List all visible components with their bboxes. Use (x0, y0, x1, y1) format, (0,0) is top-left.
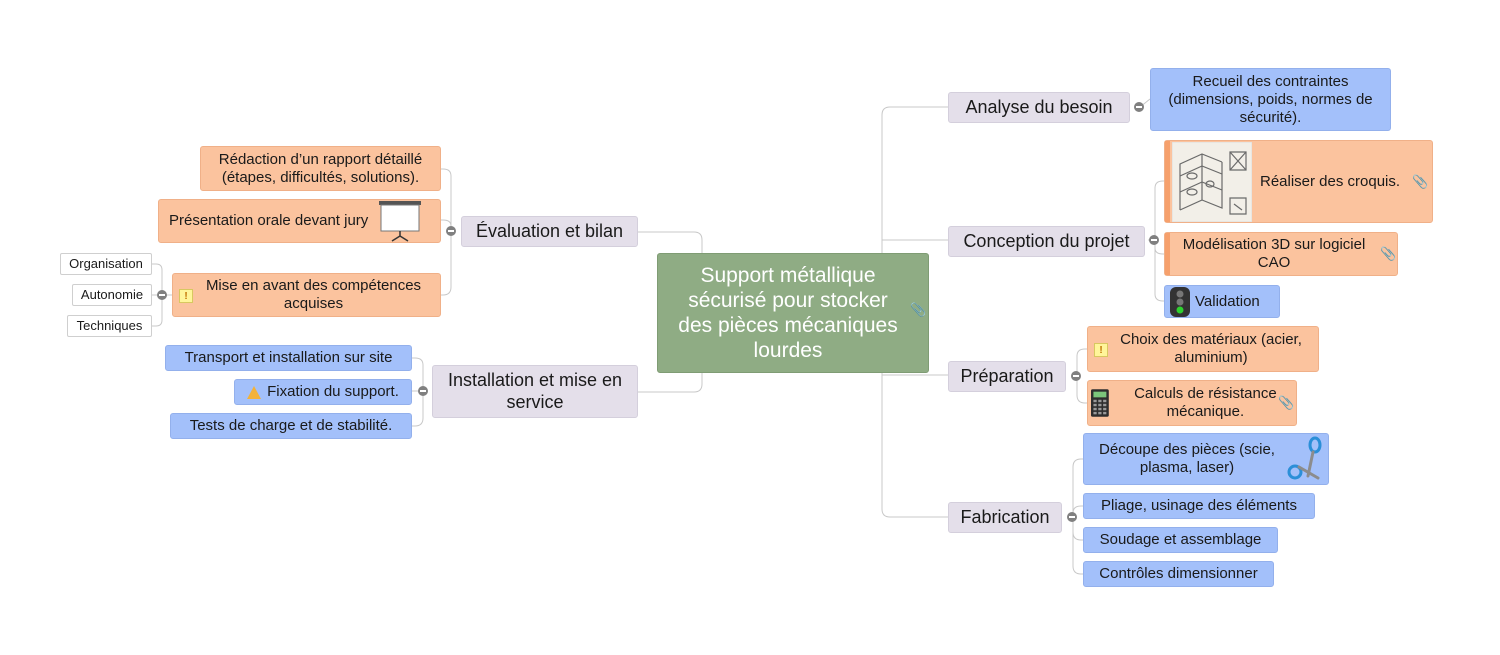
subtopic-label: Réaliser des croquis. (1260, 172, 1401, 190)
connector-central-installation (638, 373, 703, 393)
subtopic-label: Mise en avant des compétences acquises (205, 277, 422, 312)
scissors-icon (1287, 436, 1322, 480)
collapse-toggle[interactable] (1067, 512, 1077, 522)
leaf-techniques[interactable]: Techniques (67, 315, 152, 337)
collapse-toggle[interactable] (157, 290, 167, 300)
subtopic-label: Tests de charge et de stabilité. (189, 417, 393, 434)
calculator-icon (1091, 389, 1109, 417)
sketch-image[interactable] (1172, 141, 1252, 222)
subtopic-label: Recueil des contraintes (dimensions, poi… (1168, 72, 1373, 126)
subtopic-label: Validation (1195, 292, 1260, 310)
subtopic-recueil-contraintes[interactable]: Recueil des contraintes (dimensions, poi… (1150, 68, 1391, 131)
subtopic-redaction-rapport[interactable]: Rédaction d’un rapport détaillé (étapes,… (200, 146, 441, 191)
subtopic-label: Soudage et assemblage (1099, 531, 1262, 548)
subtopic-label: Choix des matériaux (acier, aluminium) (1120, 331, 1302, 366)
subtopic-realiser-croquis[interactable]: Réaliser des croquis. 📎 (1164, 140, 1433, 223)
topic-label: Fabrication (960, 506, 1050, 527)
topic-label: Préparation (960, 365, 1054, 386)
subtopic-transport-installation[interactable]: Transport et installation sur site (165, 345, 412, 371)
topic-conception-du-projet[interactable]: Conception du projet (948, 226, 1145, 257)
topic-fabrication[interactable]: Fabrication (948, 502, 1062, 533)
subtopic-label: Transport et installation sur site (184, 349, 393, 366)
warning-icon (247, 385, 262, 399)
subtopic-label: Rédaction d’un rapport détaillé (étapes,… (218, 150, 423, 186)
connector-central-preparation (881, 373, 948, 376)
subtopic-mise-en-avant-competences[interactable]: ! Mise en avant des compétences acquises (172, 273, 441, 317)
subtopic-label: Présentation orale devant jury (169, 212, 369, 229)
subtopic-label: Découpe des pièces (scie, plasma, laser) (1099, 441, 1275, 476)
left-accent-bar (1165, 141, 1170, 222)
exclamation-icon: ! (179, 289, 193, 303)
subtopic-soudage-assemblage[interactable]: Soudage et assemblage (1083, 527, 1278, 553)
subtopic-label: Modélisation 3D sur logiciel CAO (1182, 236, 1366, 271)
subtopic-label: Contrôles dimensionner (1099, 565, 1258, 582)
subtopic-modelisation-3d[interactable]: Modélisation 3D sur logiciel CAO (1164, 232, 1398, 276)
subtopic-label: Pliage, usinage des éléments (1101, 497, 1297, 514)
subtopic-decoupe-pieces[interactable]: Découpe des pièces (scie, plasma, laser) (1083, 433, 1329, 485)
left-accent-bar (1165, 233, 1170, 275)
connector-central-evaluation (638, 231, 703, 253)
subtopic-validation[interactable]: Validation (1164, 285, 1280, 318)
subtopic-controles-dimensionner[interactable]: Contrôles dimensionner (1083, 561, 1274, 587)
topic-label: Installation et mise en service (447, 369, 623, 412)
leaf-label: Autonomie (80, 287, 144, 303)
paperclip-icon[interactable]: 📎 (910, 302, 927, 317)
collapse-toggle[interactable] (1134, 102, 1144, 112)
connector-central-fabrication (881, 373, 948, 518)
subtopic-pliage-usinage[interactable]: Pliage, usinage des éléments (1083, 493, 1315, 519)
topic-label: Évaluation et bilan (475, 220, 624, 241)
topic-label: Conception du projet (963, 230, 1130, 251)
subtopic-presentation-orale[interactable]: Présentation orale devant jury (158, 199, 441, 243)
subtopic-tests-charge[interactable]: Tests de charge et de stabilité. (170, 413, 412, 439)
traffic-light-icon (1170, 286, 1190, 317)
leaf-label: Organisation (69, 256, 143, 272)
topic-analyse-du-besoin[interactable]: Analyse du besoin (948, 92, 1130, 123)
subtopic-label: Fixation du support. (267, 383, 399, 400)
topic-evaluation-et-bilan[interactable]: Évaluation et bilan (461, 216, 638, 247)
topic-label: Analyse du besoin (965, 96, 1113, 117)
subtopic-label: Calculs de résistance mécanique. (1134, 385, 1277, 420)
paperclip-icon[interactable]: 📎 (1412, 173, 1429, 189)
subtopic-fixation-support[interactable]: Fixation du support. (234, 379, 412, 405)
collapse-toggle[interactable] (1149, 235, 1159, 245)
central-topic[interactable]: Support métallique sécurisé pour stocker… (657, 253, 929, 373)
collapse-toggle[interactable] (1071, 371, 1081, 381)
connector-central-analyse (881, 106, 948, 253)
subtopic-calculs-resistance[interactable]: Calculs de résistance mécanique. (1087, 380, 1297, 426)
paperclip-icon[interactable]: 📎 (1278, 395, 1295, 410)
projector-screen-icon (379, 201, 422, 242)
topic-installation-mise-en-service[interactable]: Installation et mise en service (432, 365, 638, 418)
subtopic-choix-materiaux[interactable]: ! Choix des matériaux (acier, aluminium) (1087, 326, 1319, 372)
topic-preparation[interactable]: Préparation (948, 361, 1066, 392)
leaf-autonomie[interactable]: Autonomie (72, 284, 152, 306)
leaf-label: Techniques (76, 318, 143, 334)
leaf-organisation[interactable]: Organisation (60, 253, 152, 275)
collapse-toggle[interactable] (446, 226, 456, 236)
central-topic-label: Support métallique sécurisé pour stocker… (678, 263, 898, 363)
collapse-toggle[interactable] (418, 386, 428, 396)
exclamation-icon: ! (1094, 343, 1108, 357)
paperclip-icon[interactable]: 📎 (1380, 246, 1397, 261)
